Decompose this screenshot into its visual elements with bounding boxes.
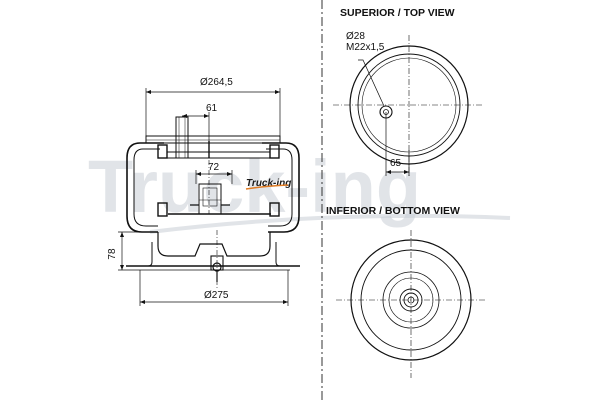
top-view-title: SUPERIOR / TOP VIEW (340, 7, 455, 19)
dim-top-diameter: Ø264,5 (200, 77, 233, 88)
dim-port-diameter: Ø28 (346, 31, 365, 42)
dim-stud-offset: 61 (206, 103, 218, 114)
logo-text: Truck-ing (246, 178, 291, 189)
dim-base-diameter: Ø275 (204, 290, 229, 301)
top-stud (175, 116, 189, 159)
bottom-view-title: INFERIOR / BOTTOM VIEW (326, 205, 460, 217)
dim-height: 78 (107, 248, 118, 260)
dim-port-offset: 65 (390, 158, 402, 169)
dim-insert-width: 72 (208, 162, 220, 173)
bottom-outer-ring (350, 239, 472, 361)
side-dimensions (118, 88, 289, 306)
side-section-view (126, 116, 300, 290)
watermark-swoosh (149, 213, 511, 234)
top-view (333, 35, 482, 178)
bottom-view (336, 230, 486, 378)
top-plate (145, 135, 281, 144)
dim-thread: M22x1,5 (346, 42, 385, 53)
brand-logo: Truck-ing (245, 178, 291, 190)
